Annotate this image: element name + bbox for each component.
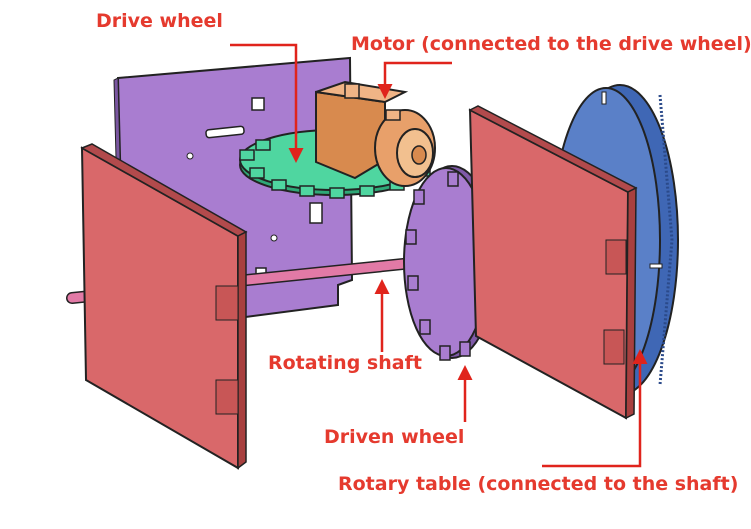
leader-lines: [230, 43, 648, 468]
label-rotating-shaft: Rotating shaft: [268, 352, 422, 374]
label-drive-wheel: Drive wheel: [96, 10, 223, 32]
motor-leader: [377, 61, 452, 99]
label-rotary-table: Rotary table (connected to the shaft): [338, 473, 738, 495]
rotary-table-leader: [542, 349, 648, 468]
motor: [315, 80, 436, 187]
label-motor: Motor (connected to the drive wheel): [351, 33, 751, 55]
label-driven-wheel: Driven wheel: [324, 426, 464, 448]
right-red-panel: [468, 105, 638, 420]
drive-wheel-leader: [230, 43, 304, 163]
left-red-panel: [80, 143, 248, 470]
